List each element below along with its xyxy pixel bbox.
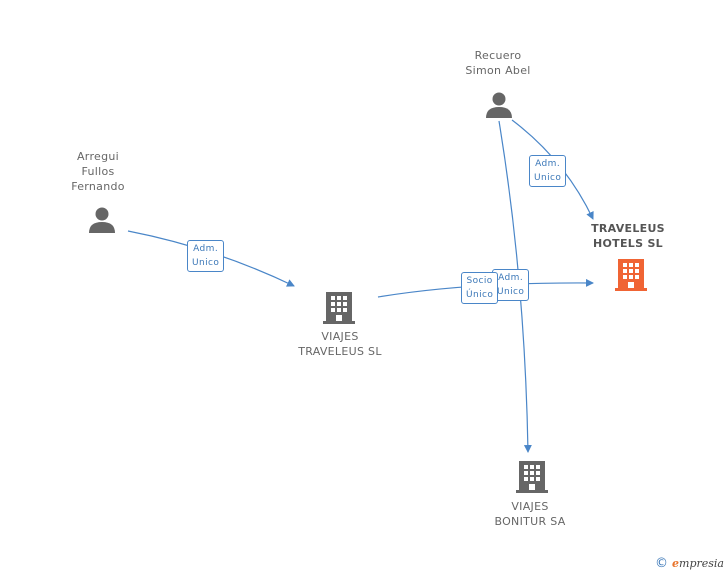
node-label-viajes-traveleus: VIAJES TRAVELEUS SL <box>280 329 400 359</box>
node-label-line: TRAVELEUS <box>591 222 665 235</box>
node-label-line: Fernando <box>71 180 125 193</box>
node-label-line: Fullos <box>81 165 115 178</box>
empresia-logo[interactable]: empresia <box>672 557 724 570</box>
edge-label-line: Único <box>466 290 494 300</box>
edge-label-line: Unico <box>534 173 562 183</box>
logo-initial: e <box>672 557 680 570</box>
edge-label-adm-unico[interactable]: Adm. Unico <box>492 269 530 301</box>
node-label-line: Arregui <box>76 150 119 163</box>
person-icon[interactable] <box>484 90 514 120</box>
node-label-line: Recuero <box>474 49 522 62</box>
node-label-line: TRAVELEUS SL <box>298 345 382 358</box>
edge-label-line: Adm. <box>535 159 561 169</box>
building-icon[interactable] <box>323 290 355 324</box>
node-label-viajes-bonitur: VIAJES BONITUR SA <box>475 499 585 529</box>
edge-label-line: Adm. <box>193 244 219 254</box>
node-label-line: VIAJES <box>321 330 359 343</box>
node-label-line: Simon Abel <box>465 64 531 77</box>
edge-label-adm-unico[interactable]: Adm. Unico <box>529 155 567 187</box>
node-label-traveleus-hotels: TRAVELEUS HOTELS SL <box>576 221 680 251</box>
building-icon[interactable] <box>516 459 548 493</box>
node-label-line: HOTELS SL <box>593 237 663 250</box>
footer-brand: © empresia <box>655 556 724 571</box>
node-label-line: BONITUR SA <box>494 515 566 528</box>
edge-label-line: Unico <box>192 258 220 268</box>
node-label-arregui: Arregui Fullos Fernando <box>50 149 146 194</box>
edge-label-line: Adm. <box>498 273 524 283</box>
edge-label-adm-unico[interactable]: Adm. Unico <box>187 240 225 272</box>
edge-label-line: Socio <box>466 276 493 286</box>
node-label-line: VIAJES <box>511 500 549 513</box>
logo-text: mpresia <box>679 557 724 570</box>
node-label-recuero: Recuero Simon Abel <box>440 48 556 78</box>
copyright-icon: © <box>655 556 669 571</box>
edge-label-line: Unico <box>497 287 525 297</box>
person-icon[interactable] <box>87 205 117 235</box>
building-icon[interactable] <box>615 257 647 291</box>
edge-label-socio-unico[interactable]: Socio Único <box>461 272 499 304</box>
